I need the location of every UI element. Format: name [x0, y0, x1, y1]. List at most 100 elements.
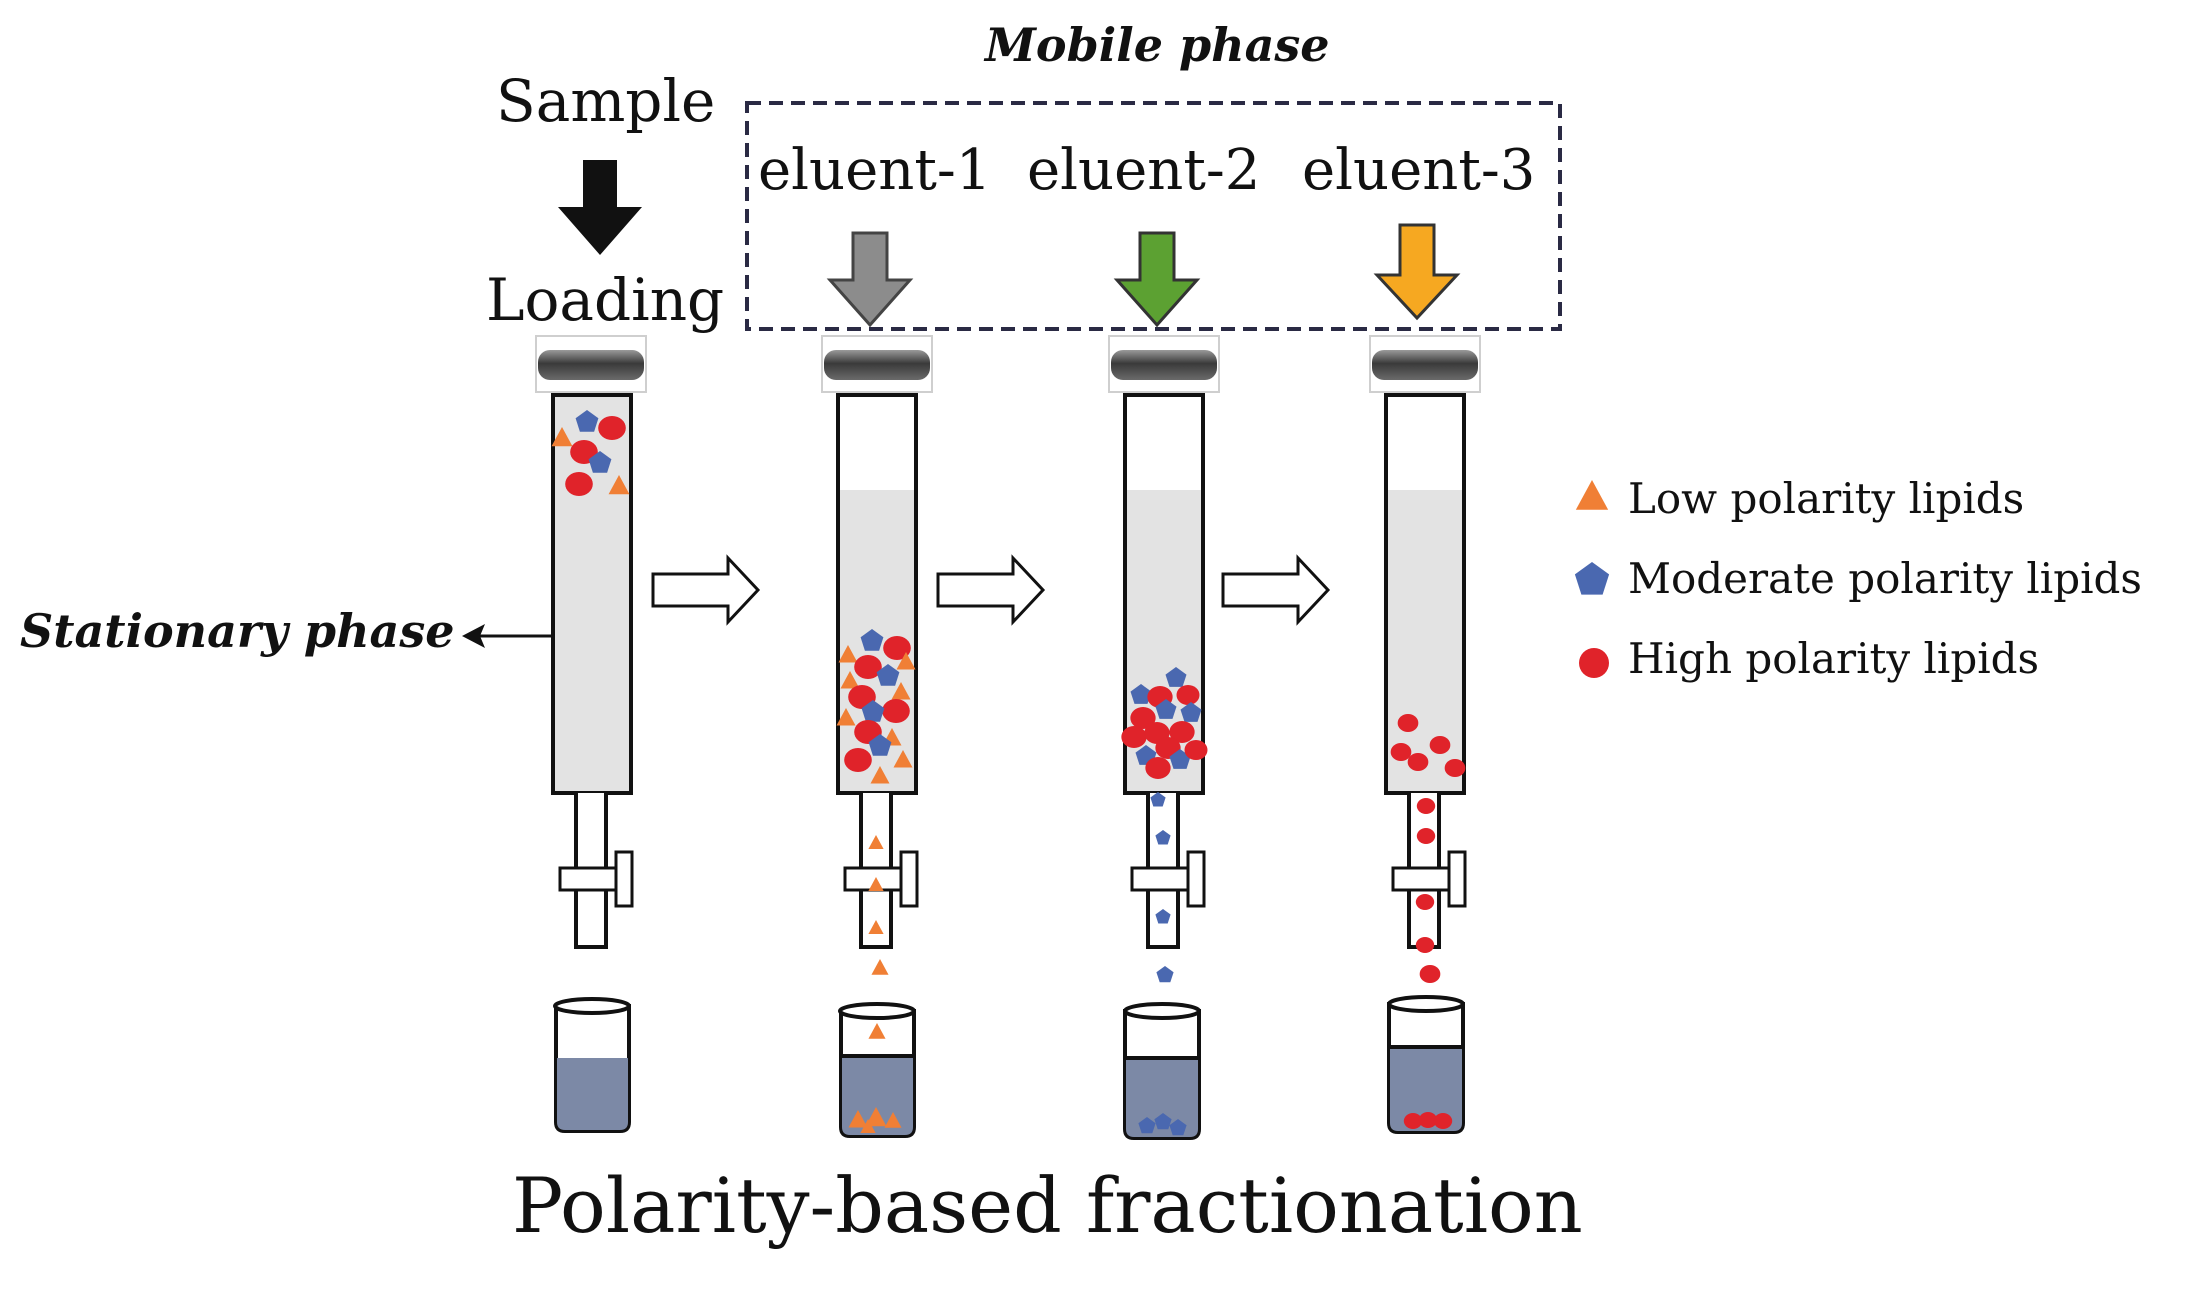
low-polarity-lipid — [891, 682, 911, 700]
collection-beaker — [553, 997, 631, 1133]
low-polarity-lipid — [840, 671, 860, 689]
high-polarity-lipid — [1176, 685, 1200, 705]
high-polarity-lipid — [854, 655, 882, 679]
low-polarity-lipid — [868, 877, 884, 891]
high-polarity-lipid — [883, 636, 911, 660]
legend-label-high: High polarity lipids — [1628, 634, 2040, 683]
high-polarity-lipid — [1397, 714, 1419, 732]
high-polarity-lipid — [1415, 894, 1435, 910]
low-polarity-lipid — [896, 652, 916, 670]
stationary-phase-fill — [1388, 490, 1462, 791]
moderate-polarity-lipid — [575, 410, 599, 432]
moderate-polarity-lipid — [1169, 1119, 1187, 1136]
sample-arrow — [558, 160, 642, 255]
high-polarity-lipid — [1418, 1112, 1438, 1128]
moderate-polarity-lipid — [1155, 830, 1171, 845]
high-polarity-lipid — [1184, 740, 1208, 760]
low-polarity-lipid — [893, 750, 913, 768]
moderate-polarity-lipid — [1156, 966, 1174, 983]
high-polarity-lipid — [1429, 736, 1451, 754]
moderate-polarity-lipid — [1165, 667, 1187, 687]
moderate-polarity-lipid — [1155, 699, 1177, 719]
stopcock-handle — [614, 850, 634, 908]
legend-circle-icon — [1579, 648, 1609, 678]
process-arrow-3 — [1221, 554, 1331, 626]
column-cap — [538, 350, 644, 380]
high-polarity-lipid — [1130, 707, 1156, 729]
eluent-1-label: eluent-1 — [758, 138, 992, 203]
low-polarity-lipid — [860, 1119, 876, 1133]
legend-label-low: Low polarity lipids — [1628, 474, 2025, 523]
eluent-2-label: eluent-2 — [1027, 138, 1261, 203]
legend-markers — [1574, 480, 1610, 678]
process-arrow-2 — [936, 554, 1046, 626]
eluent-3-arrow — [1373, 223, 1461, 321]
loading-label: Loading — [486, 266, 725, 334]
legend-triangle-icon — [1575, 480, 1609, 510]
moderate-polarity-lipid — [876, 664, 900, 686]
moderate-polarity-lipid — [1138, 1117, 1156, 1134]
column-cap — [824, 350, 930, 380]
moderate-polarity-lipid — [1154, 1113, 1172, 1130]
moderate-polarity-lipid — [1180, 702, 1202, 722]
column-cap — [1372, 350, 1478, 380]
low-polarity-lipid — [551, 427, 573, 447]
stopcock-handle — [899, 850, 919, 908]
collection-beaker — [1123, 1002, 1201, 1140]
low-polarity-lipid — [865, 1107, 887, 1127]
high-polarity-lipid — [1121, 726, 1147, 748]
low-polarity-lipid — [871, 959, 889, 975]
collection-beaker — [1387, 995, 1465, 1134]
high-polarity-lipid — [1416, 828, 1436, 844]
column-eluent-3 — [1369, 335, 1481, 1134]
stationary-pointer-arrow — [462, 624, 566, 648]
column-cap — [1111, 350, 1217, 380]
moderate-polarity-lipid — [861, 700, 885, 722]
high-polarity-lipid — [1419, 965, 1441, 983]
high-polarity-lipid — [565, 472, 593, 496]
high-polarity-lipid — [598, 416, 626, 440]
low-polarity-lipid — [868, 1023, 886, 1039]
low-polarity-lipid — [868, 835, 884, 849]
moderate-polarity-lipid — [860, 629, 884, 651]
moderate-polarity-lipid — [1150, 792, 1166, 807]
eluent-1-arrow — [826, 231, 914, 328]
high-polarity-lipid — [1433, 1113, 1453, 1129]
stopcock-handle — [1186, 850, 1206, 908]
high-polarity-lipid — [1407, 753, 1429, 771]
diagram-title: Polarity-based fractionation — [512, 1161, 1583, 1250]
mobile-phase-box — [745, 101, 1562, 331]
low-polarity-lipid — [836, 708, 856, 726]
mobile-phase-label: Mobile phase — [985, 18, 1330, 72]
legend-pentagon-icon — [1574, 562, 1610, 595]
high-polarity-lipid — [1169, 721, 1195, 743]
stopcock-handle — [1447, 850, 1467, 908]
stationary-phase-label: Stationary phase — [20, 604, 455, 658]
high-polarity-lipid — [882, 699, 910, 723]
process-arrow-1 — [651, 554, 761, 626]
high-polarity-lipid — [1415, 937, 1435, 953]
lipid-particles — [551, 410, 1466, 1136]
low-polarity-lipid — [868, 920, 884, 934]
low-polarity-lipid — [838, 645, 858, 663]
moderate-polarity-lipid — [1155, 909, 1171, 924]
low-polarity-lipid — [870, 766, 890, 784]
sample-label: Sample — [496, 67, 716, 135]
moderate-polarity-lipid — [1169, 749, 1191, 769]
high-polarity-lipid — [1145, 757, 1171, 779]
high-polarity-lipid — [844, 748, 872, 772]
moderate-polarity-lipid — [868, 734, 892, 756]
legend-label-moderate: Moderate polarity lipids — [1628, 554, 2142, 603]
high-polarity-lipid — [1403, 1113, 1423, 1129]
high-polarity-lipid — [1390, 743, 1412, 761]
high-polarity-lipid — [1444, 759, 1466, 777]
low-polarity-lipid — [608, 475, 630, 495]
moderate-polarity-lipid — [588, 451, 612, 473]
eluent-3-label: eluent-3 — [1302, 138, 1536, 203]
high-polarity-lipid — [1416, 798, 1436, 814]
low-polarity-lipid — [884, 1112, 902, 1128]
low-polarity-lipid — [848, 1110, 868, 1128]
moderate-polarity-lipid — [1130, 684, 1152, 704]
